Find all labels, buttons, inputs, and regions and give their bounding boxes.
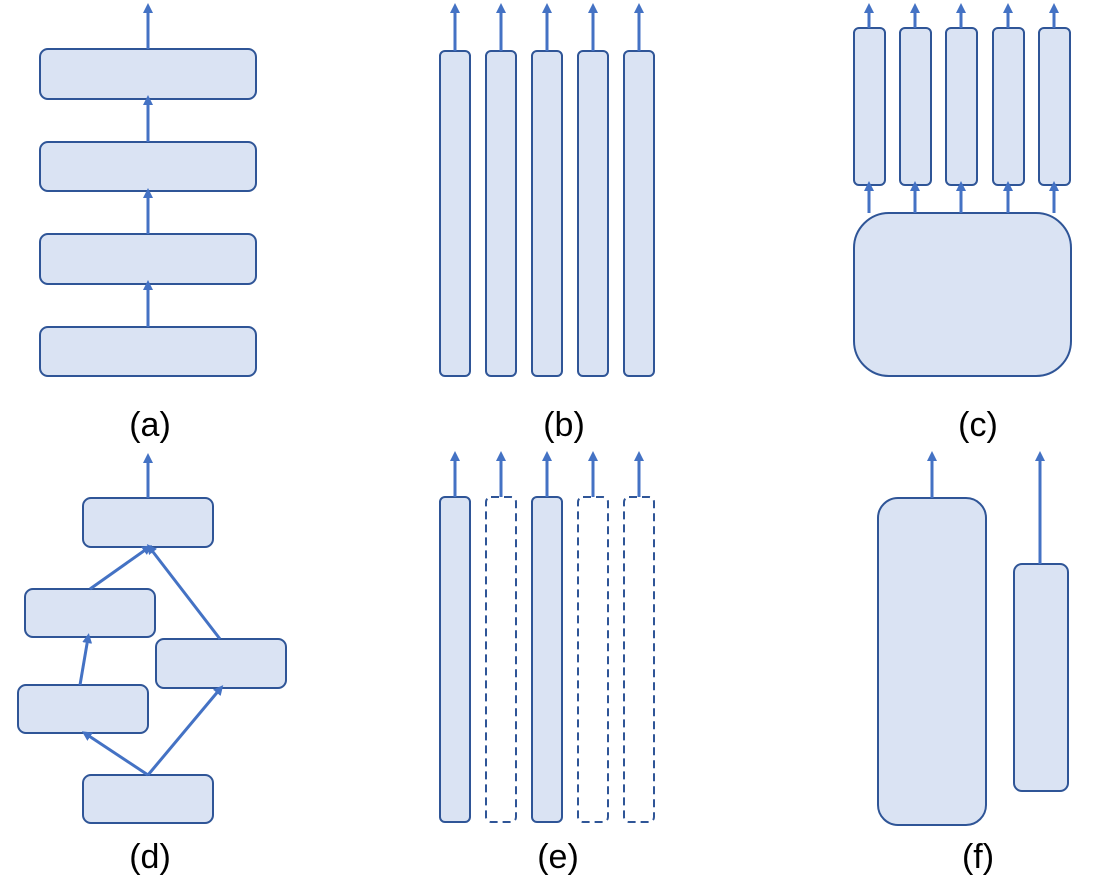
panel-e-column-1 [439, 496, 471, 823]
panel-b-column-4 [577, 50, 609, 377]
panel-b-column-3 [531, 50, 563, 377]
panel-a: (a) [39, 3, 257, 444]
panel-c: (c) [853, 3, 1072, 444]
panel-d-arrow-bottom-to-left-lower [81, 731, 149, 777]
panel-d-arrow-left-lower-to-left-upper [78, 633, 93, 686]
panel-a-layer-2 [39, 233, 257, 285]
panel-d-node-bottom [82, 774, 214, 824]
panel-e: (e) [439, 451, 655, 876]
panel-e-column-2-dropped [485, 496, 517, 823]
panel-d-node-left-upper [24, 588, 156, 638]
panel-f-small-block [1013, 563, 1069, 792]
panel-c-base [853, 212, 1072, 377]
panel-c-tower-2 [899, 27, 932, 186]
panel-d: (d) [17, 453, 287, 876]
panel-d-node-top [82, 497, 214, 548]
panel-b-column-1 [439, 50, 471, 377]
panel-e-column-4-dropped [577, 496, 609, 823]
panel-d-node-left-lower [17, 684, 149, 734]
panel-label-d: (d) [129, 838, 171, 876]
panel-c-tower-1 [853, 27, 886, 186]
panel-label-e: (e) [537, 838, 579, 876]
panel-e-column-5-dropped [623, 496, 655, 823]
panel-b: (b) [439, 3, 655, 444]
panel-label-a: (a) [129, 406, 171, 444]
panel-label-f: (f) [962, 838, 994, 876]
panel-label-b: (b) [543, 406, 585, 444]
panel-c-tower-3 [945, 27, 978, 186]
panel-d-arrow-right-to-top [146, 544, 222, 640]
panel-label-c: (c) [958, 406, 998, 444]
panel-a-layer-4 [39, 48, 257, 100]
panel-a-layer-1 [39, 326, 257, 377]
panel-d-node-right [155, 638, 287, 689]
panel-b-column-5 [623, 50, 655, 377]
panel-a-layer-3 [39, 141, 257, 192]
panel-c-tower-4 [992, 27, 1025, 186]
panel-d-arrow-left-upper-to-top [89, 545, 153, 591]
panel-f: (f) [877, 451, 1069, 876]
panel-c-tower-5 [1038, 27, 1071, 186]
panel-e-column-3 [531, 496, 563, 823]
panel-b-column-2 [485, 50, 517, 377]
panel-f-large-block [877, 497, 987, 826]
panel-d-arrow-bottom-to-right [146, 685, 224, 776]
